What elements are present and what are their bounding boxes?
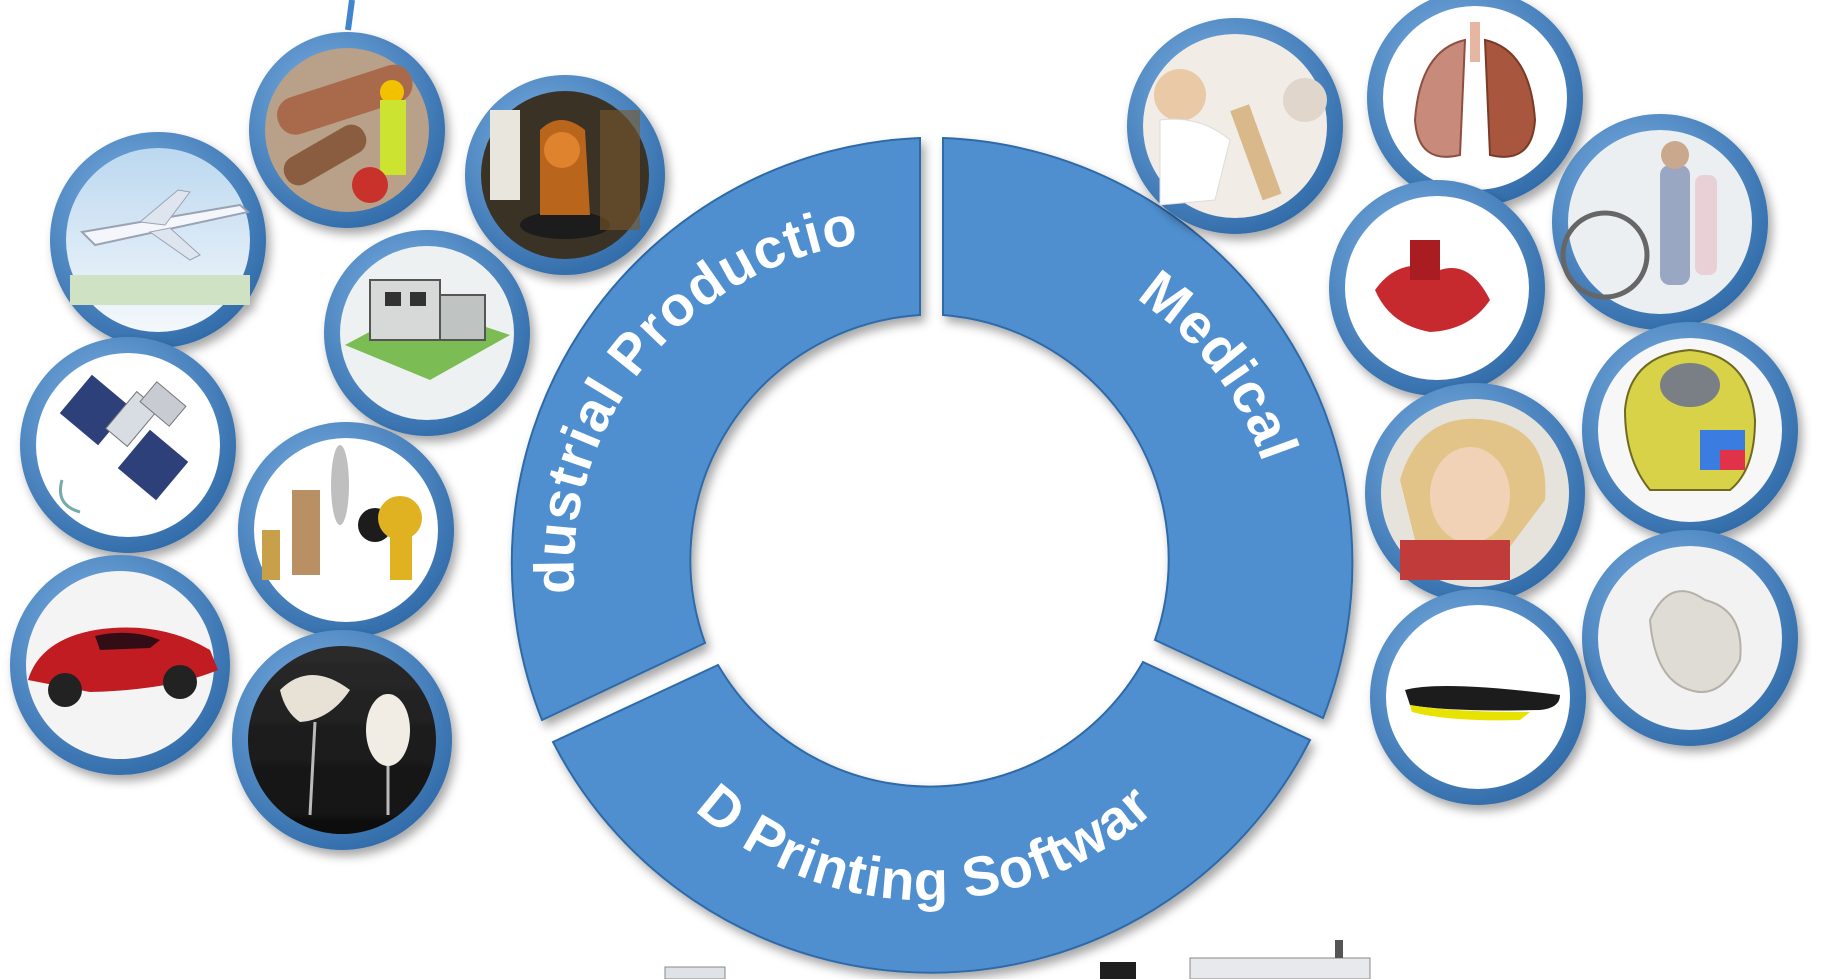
lamps-image bbox=[232, 630, 452, 850]
house-model-image bbox=[324, 230, 530, 436]
child-hearing-aid-image bbox=[1365, 383, 1585, 603]
wheelchair-rehab-image bbox=[1552, 114, 1768, 330]
satellite-image bbox=[20, 337, 236, 553]
segment-industrial-production bbox=[510, 136, 921, 722]
figurines-image bbox=[238, 422, 454, 638]
shoe-insole-image bbox=[1370, 589, 1586, 805]
sports-car-image bbox=[10, 555, 230, 775]
pointer-line bbox=[345, 0, 355, 31]
segment-3d-printing-software bbox=[551, 660, 1312, 974]
segment-medical bbox=[942, 136, 1354, 720]
patient-arm-brace-image bbox=[1127, 18, 1343, 234]
lungs-image bbox=[1367, 0, 1583, 206]
pipeline-workers-image bbox=[249, 32, 445, 228]
white-heart-model-image bbox=[1582, 530, 1798, 746]
skull-scan-image bbox=[1582, 322, 1798, 538]
heart-model-image bbox=[1329, 180, 1545, 396]
airplane-image bbox=[50, 132, 266, 348]
clash-of-clans-figurine-image bbox=[465, 75, 665, 275]
printer-machines bbox=[664, 940, 1371, 979]
ring-diagram bbox=[510, 136, 1354, 974]
